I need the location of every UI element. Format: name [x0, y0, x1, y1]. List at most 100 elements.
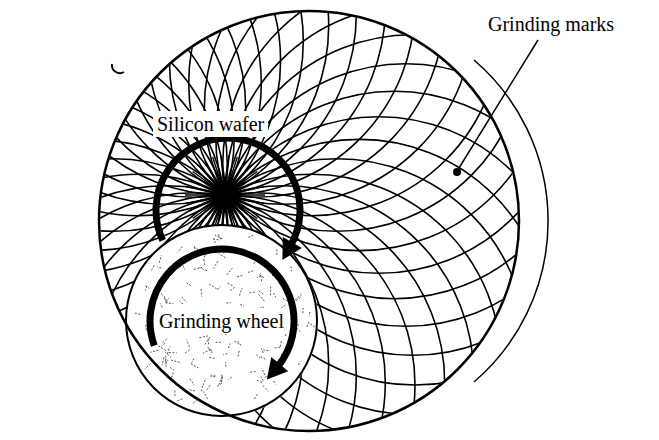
abrasive-grain — [191, 364, 199, 368]
wafer-rotation-arrow — [156, 138, 300, 246]
abrasive-grain — [199, 336, 208, 338]
abrasive-grain — [151, 266, 154, 271]
grinding-mark-arc — [121, 0, 501, 216]
abrasive-grain — [145, 364, 151, 369]
abrasive-grain — [270, 287, 271, 296]
abrasive-grain — [208, 339, 210, 344]
abrasive-grain — [273, 293, 275, 297]
abrasive-grain — [167, 347, 170, 354]
abrasive-grain — [160, 303, 162, 307]
abrasive-grain — [295, 294, 301, 300]
abrasive-grain — [275, 347, 282, 348]
wafer-circle: Silicon waferGrinding wheel — [98, 10, 520, 432]
wheel-rotation-arrow — [150, 249, 294, 367]
abrasive-grain — [295, 298, 300, 302]
abrasive-grain — [194, 267, 202, 269]
grinding-mark-arc — [0, 186, 356, 440]
abrasive-grain — [223, 354, 227, 355]
grinding-mark-arc — [65, 0, 445, 197]
abrasive-grain — [165, 299, 169, 302]
abrasive-grain — [176, 399, 182, 401]
abrasive-grain — [297, 328, 301, 332]
abrasive-grain — [259, 294, 265, 301]
wafer-circle-outline — [98, 10, 520, 432]
abrasive-grain — [250, 371, 256, 373]
abrasive-grain — [228, 377, 231, 380]
abrasive-grain — [187, 340, 190, 347]
abrasive-grain — [211, 375, 214, 377]
abrasive-grain — [165, 354, 166, 361]
abrasive-grain — [257, 355, 261, 358]
wafer-notch — [112, 64, 124, 73]
abrasive-grain — [263, 350, 268, 352]
centre-mark — [233, 194, 265, 195]
abrasive-grain — [210, 376, 216, 377]
abrasive-grain — [274, 381, 276, 384]
abrasive-grain — [163, 338, 169, 343]
abrasive-grain — [250, 292, 255, 294]
abrasive-grain — [248, 235, 253, 237]
abrasive-grain — [162, 343, 165, 346]
centre-mark — [221, 155, 224, 187]
abrasive-grain — [170, 367, 174, 369]
rotation-arrows — [150, 138, 302, 379]
centre-mark — [188, 179, 217, 192]
abrasive-grain — [235, 341, 241, 345]
abrasive-grain — [247, 271, 253, 273]
wheel-rotation-arrow-head — [267, 357, 288, 379]
abrasive-grain — [171, 360, 179, 362]
abrasive-grain — [229, 344, 231, 349]
abrasive-grain — [199, 268, 207, 271]
wheel-surface — [126, 225, 318, 417]
part-label: Silicon wafer — [153, 111, 268, 137]
abrasive-grain — [185, 349, 191, 353]
leader-line — [459, 40, 538, 168]
abrasive-grain — [178, 247, 183, 253]
part-label: Grinding wheel — [155, 308, 288, 334]
grinding-mark-arc — [0, 0, 281, 251]
abrasive-grain — [259, 356, 265, 359]
abrasive-grain — [261, 376, 263, 380]
abrasive-grain — [239, 288, 242, 296]
abrasive-grain — [240, 304, 244, 306]
abrasive-grain — [174, 391, 175, 396]
abrasive-grain — [159, 255, 161, 262]
abrasive-grain — [219, 254, 226, 258]
abrasive-grain — [226, 283, 232, 286]
abrasive-grain — [182, 297, 187, 303]
abrasive-grain — [260, 274, 261, 282]
abrasive-grain — [258, 291, 263, 295]
leader-dot — [453, 168, 461, 176]
grinding-mark-arc — [0, 0, 356, 204]
abrasive-grain — [165, 302, 173, 304]
centre-mark — [233, 187, 264, 194]
abrasive-grain — [225, 362, 226, 367]
abrasive-grain — [298, 361, 300, 365]
abrasive-grain — [203, 378, 206, 385]
abrasive-grain — [213, 261, 218, 268]
abrasive-grain — [218, 233, 221, 239]
abrasive-grain — [166, 360, 168, 364]
abrasive-grain — [307, 322, 309, 327]
grinding-mark-arc — [94, 0, 474, 204]
abrasive-grain — [236, 275, 242, 277]
abrasive-grain — [231, 287, 235, 290]
abrasive-grain — [214, 342, 221, 343]
abrasive-grain — [169, 352, 177, 353]
abrasive-grain — [201, 386, 203, 392]
abrasive-grain — [290, 267, 292, 272]
centre-mark — [186, 197, 217, 204]
centre-dot — [216, 186, 234, 204]
abrasive-grain — [162, 357, 164, 365]
circle-outline — [126, 225, 317, 416]
wheel-fill — [126, 225, 318, 417]
centre-mark — [193, 200, 219, 219]
abrasive-grain — [146, 286, 147, 291]
abrasive-grain — [256, 380, 262, 382]
abrasive-grain — [263, 386, 268, 392]
grinding-marks-pattern — [0, 0, 605, 440]
abrasive-grain — [214, 239, 216, 243]
abrasive-grain — [238, 351, 239, 357]
abrasive-grain — [254, 394, 257, 399]
